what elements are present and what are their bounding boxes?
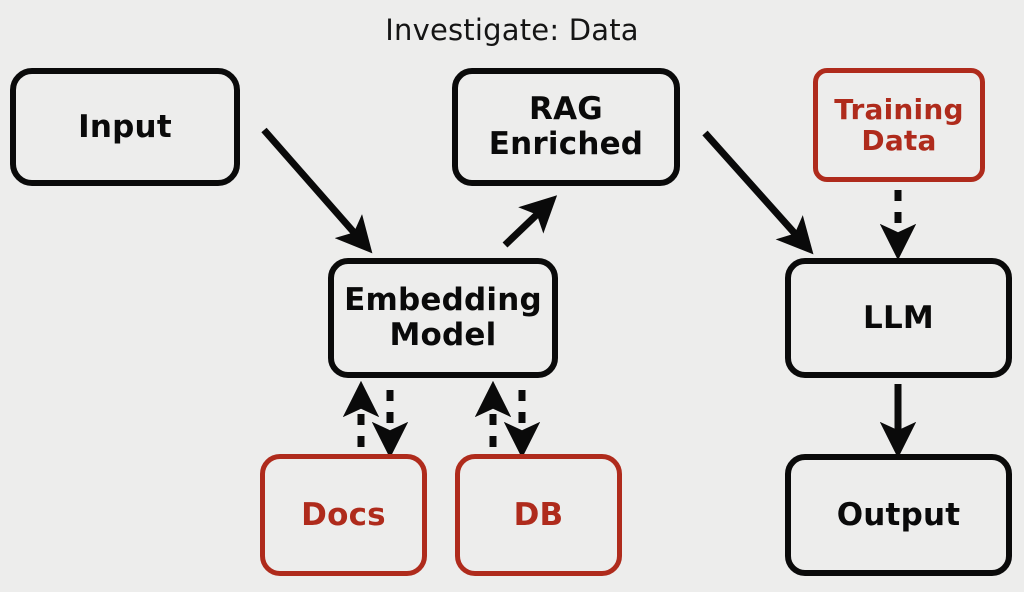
node-input[interactable]: Input bbox=[10, 68, 240, 186]
node-input-label: Input bbox=[78, 108, 172, 145]
node-output[interactable]: Output bbox=[785, 454, 1012, 576]
node-docs[interactable]: Docs bbox=[260, 454, 427, 576]
node-docs-label: Docs bbox=[301, 496, 386, 533]
node-llm[interactable]: LLM bbox=[785, 258, 1012, 378]
edge-input-to-embedding bbox=[261, 127, 373, 254]
diagram-title: Investigate: Data bbox=[385, 13, 639, 47]
node-output-label: Output bbox=[836, 496, 961, 533]
edge-embedding-to-rag bbox=[502, 195, 558, 248]
node-llm-label: LLM bbox=[863, 299, 934, 336]
node-db-label: DB bbox=[513, 496, 564, 533]
node-db[interactable]: DB bbox=[455, 454, 622, 576]
edge-rag-to-llm bbox=[702, 130, 814, 255]
